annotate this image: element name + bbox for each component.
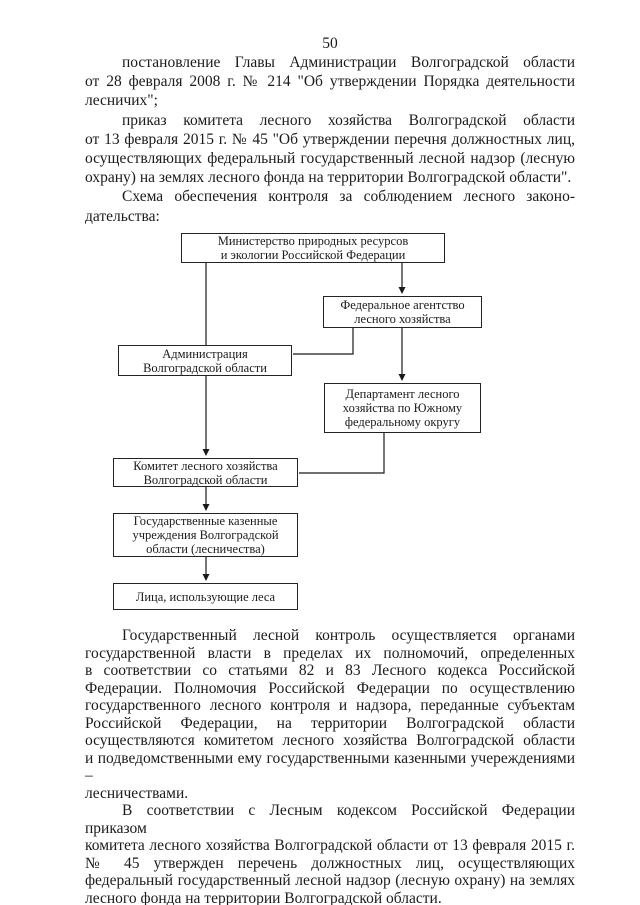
org-chart: Министерство природных ресурсов и эколог… bbox=[0, 225, 640, 620]
text-line: охрану) на землях лесного фонда на терри… bbox=[85, 169, 572, 187]
text-line: лесничествами. bbox=[85, 784, 189, 802]
body-text-bottom: Государственный лесной контроль осуществ… bbox=[85, 627, 575, 905]
text-line: государственного лесного контроля и надз… bbox=[85, 697, 575, 714]
text-line: от 13 февраля 2015 г. № 45 "Об утвержден… bbox=[85, 130, 575, 148]
body-text-top: постановление Главы Администрации Волгог… bbox=[85, 53, 575, 226]
text-line: Схема обеспечения контроля за соблюдение… bbox=[122, 188, 575, 206]
text-line: лесничих"; bbox=[85, 92, 158, 110]
connector-fedagency-administration bbox=[293, 328, 354, 355]
text-line: и подведомственными ему государственными… bbox=[85, 749, 575, 785]
text-line: приказ комитета лесного хозяйства Волгог… bbox=[122, 111, 575, 129]
org-chart-connectors bbox=[202, 263, 406, 581]
text-line: Российской Федерации, на территории Волг… bbox=[85, 714, 575, 732]
text-line: осуществляющих федеральный государственн… bbox=[85, 150, 575, 168]
text-line: осуществляются комитетом лесного хозяйст… bbox=[85, 732, 575, 749]
text-line: лесного фонда на территории Волгоградско… bbox=[85, 889, 442, 905]
text-line: комитета лесного хозяйства Волгоградской… bbox=[85, 837, 575, 854]
chart-box-fed-agency: Федеральное агентство лесного хозяйства bbox=[323, 296, 482, 328]
text-line: государственной власти в пределах их пол… bbox=[85, 644, 575, 662]
connector-department-committee bbox=[299, 433, 385, 474]
text-line: Федерации. Полномочия Российской Федерац… bbox=[85, 679, 575, 697]
text-line: Государственный лесной контроль осуществ… bbox=[122, 627, 575, 644]
text-line: дательства: bbox=[85, 207, 160, 225]
text-line: федеральный государственный лесной надзо… bbox=[85, 872, 575, 889]
text-line: постановление Главы Администрации Волгог… bbox=[122, 54, 575, 71]
text-line: в соответствии со статьями 82 и 83 Лесно… bbox=[85, 662, 575, 679]
text-line: В соответствии с Лесным кодексом Российс… bbox=[85, 802, 575, 837]
chart-box-ministry: Министерство природных ресурсов и эколог… bbox=[181, 233, 445, 263]
chart-box-department: Департамент лесного хозяйства по Южному … bbox=[324, 383, 481, 433]
chart-box-forest-users: Лица, использующие леса bbox=[113, 583, 298, 610]
chart-box-committee: Комитет лесного хозяйства Волгоградской … bbox=[113, 458, 298, 487]
text-line: от 28 февраля 2008 г. № 214 "Об утвержде… bbox=[85, 73, 575, 91]
page-number: 50 bbox=[322, 35, 338, 52]
chart-box-administration: Администрация Волгоградской области bbox=[118, 345, 292, 376]
chart-box-institutions: Государственные казенные учреждения Волг… bbox=[113, 513, 298, 557]
text-line: № 45 утвержден перечень должностных лиц,… bbox=[85, 854, 575, 872]
